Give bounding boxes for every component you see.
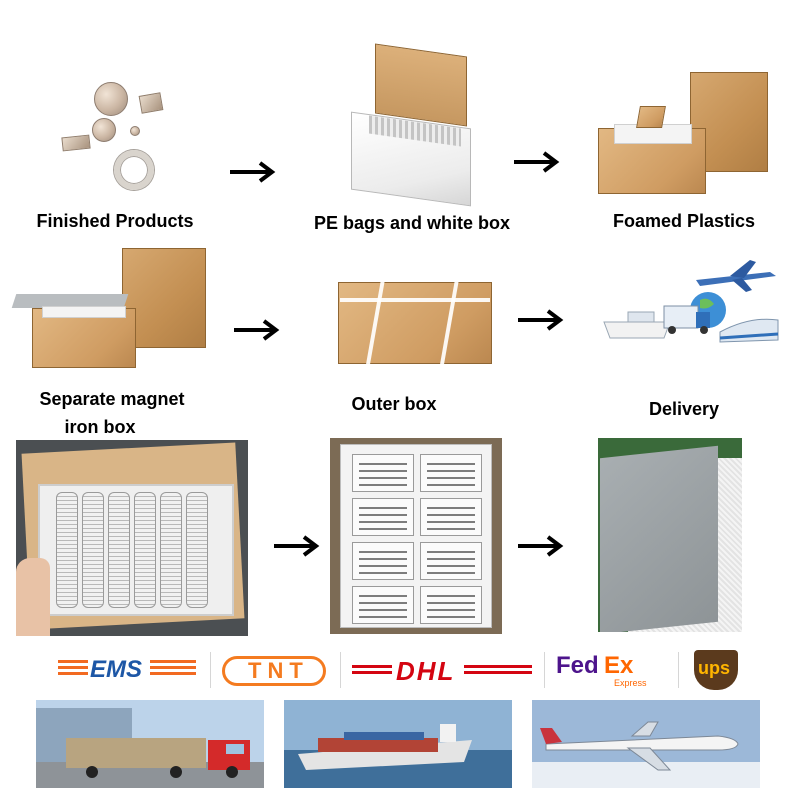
magnet-ring [114, 150, 154, 190]
carton-box-icon [690, 72, 768, 172]
step-label-outer-box: Outer box [351, 394, 437, 414]
carrier-logo-ems: EMS [58, 656, 198, 684]
foamed-plastics-image [598, 72, 778, 200]
step-label-finished-products: Finished Products [36, 211, 194, 231]
iron-box-inner [42, 306, 126, 318]
arrow-right-icon [518, 309, 564, 331]
magnet-plate [61, 134, 91, 152]
white-box-lid [375, 43, 467, 127]
step-label-delivery: Delivery [648, 399, 720, 419]
magnet-disc-icon [94, 82, 128, 116]
open-carton [32, 308, 136, 368]
airplane-icon [696, 260, 776, 292]
arrow-right-icon [234, 319, 280, 341]
product-label-card [352, 498, 414, 536]
iron-sheet-foam-photo [598, 438, 742, 632]
carton-box-icon [122, 248, 206, 348]
product-label-card [420, 454, 482, 492]
magnet-block [138, 92, 164, 114]
step-label-foamed-plastics: Foamed Plastics [612, 211, 756, 231]
divider [678, 652, 679, 688]
magnet-box-photo [16, 440, 248, 636]
truck-photo [36, 700, 264, 788]
carrier-logo-tnt: TNT [222, 654, 330, 688]
magnet-stack [56, 492, 78, 608]
carton-flap [636, 106, 666, 128]
carrier-logo-ups: ups [694, 650, 738, 690]
magnet-stack [134, 492, 156, 608]
separate-magnet-iron-box-image [10, 248, 210, 373]
magnet-disc-small [130, 126, 140, 136]
hand [16, 558, 50, 636]
product-label-card [420, 542, 482, 580]
product-label-card [352, 542, 414, 580]
arrow-right-icon [230, 161, 276, 183]
cargo-ship-icon [298, 724, 472, 770]
product-label-card [420, 586, 482, 624]
labeled-trays-photo [330, 438, 502, 634]
finished-products-image [40, 70, 210, 200]
cargo-ship-photo [284, 700, 512, 788]
divider [544, 652, 545, 688]
carrier-logo-dhl: DHL [352, 656, 534, 686]
iron-sheet [600, 445, 718, 632]
carton-box-icon [338, 282, 492, 364]
box-strap [340, 298, 490, 302]
truck-icon [663, 305, 710, 334]
cargo-ship-icon [603, 311, 671, 339]
magnet-stack [186, 492, 208, 608]
carrier-logo-fedex: Fed Ex Express [556, 652, 647, 688]
product-label-card [420, 498, 482, 536]
airplane-photo [532, 700, 760, 788]
divider [210, 652, 211, 688]
delivery-collage-image [603, 260, 779, 343]
airplane-icon [540, 721, 739, 771]
pe-bags-white-box-image [345, 43, 475, 207]
outer-box-image [338, 268, 498, 368]
step-label-separate-magnet-line2: iron box [64, 417, 136, 437]
step-label-separate-magnet-line1: Separate magnet [39, 389, 185, 409]
magnet-stack [82, 492, 104, 608]
truck-icon [66, 738, 250, 778]
product-label-card [352, 586, 414, 624]
arrow-right-icon [518, 535, 564, 557]
arrow-right-icon [514, 151, 560, 173]
product-label-card [352, 454, 414, 492]
magnet-stack [108, 492, 130, 608]
step-label-pe-bags-white-box: PE bags and white box [313, 213, 511, 233]
magnet-disc [92, 118, 116, 142]
divider [340, 652, 341, 688]
arrow-right-icon [274, 535, 320, 557]
magnet-stack [160, 492, 182, 608]
